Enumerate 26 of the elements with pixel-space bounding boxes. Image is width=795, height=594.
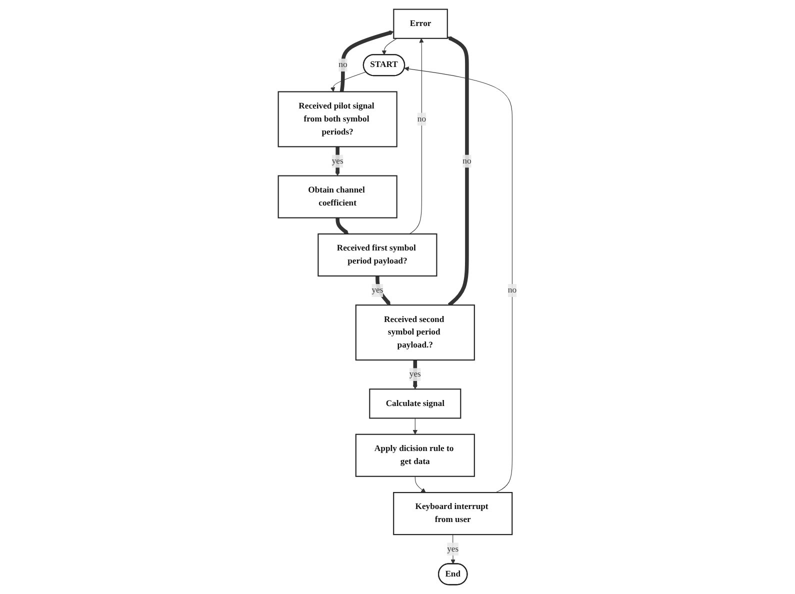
node-box: Received second symbol period payload.? <box>355 304 476 361</box>
edge-label: yes <box>447 544 459 554</box>
node-box: Keyboard interrupt from user <box>393 492 513 536</box>
node-box: Apply dicision rule to get data <box>355 434 476 477</box>
node-box: Received pilot signal from both symbol periods? <box>278 91 398 148</box>
node-box: Obtain channel coefficient <box>278 175 398 218</box>
arrow <box>340 30 394 92</box>
edge-label: yes <box>332 156 344 166</box>
arrow <box>412 360 418 390</box>
arrow <box>447 36 469 307</box>
node-box: Error <box>393 8 448 39</box>
arrow <box>336 217 349 234</box>
arrow <box>409 38 424 234</box>
edge-label: yes <box>372 286 384 295</box>
node-box: Calculate signal <box>369 388 462 419</box>
edge-label: no <box>417 114 426 124</box>
arrow <box>412 418 418 435</box>
edge-label: no <box>462 156 472 166</box>
arrow <box>414 476 426 493</box>
edge-label: no <box>508 286 517 295</box>
edge-label: yes <box>409 370 421 379</box>
edge-label: no <box>338 60 348 70</box>
arrow <box>330 72 366 92</box>
arrow <box>404 66 513 493</box>
node-box: Received first symbol period payload? <box>318 233 438 277</box>
arrow <box>382 38 398 56</box>
